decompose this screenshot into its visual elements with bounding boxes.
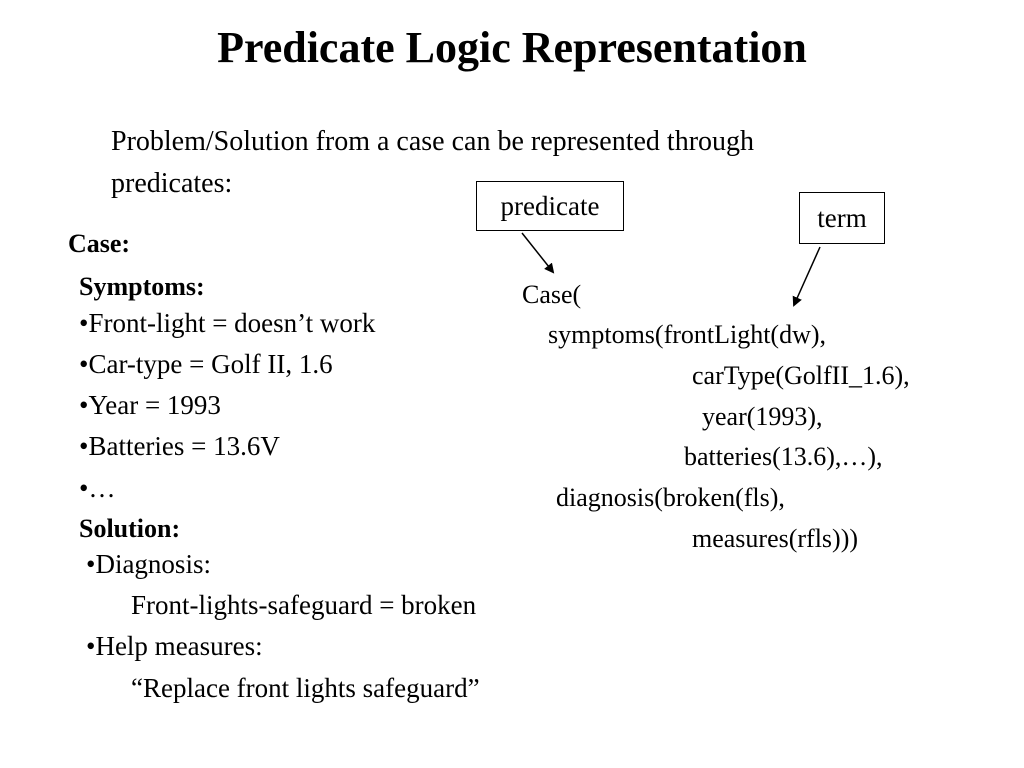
predicate-code-line: year(1993), (702, 402, 823, 431)
term-arrow (792, 246, 821, 307)
symptom-item: •… (79, 473, 116, 503)
case-label: Case: (68, 229, 131, 258)
symptom-item: •Year = 1993 (79, 390, 221, 420)
predicate-code-line: measures(rfls))) (692, 524, 859, 553)
measures-label: •Help measures: (86, 631, 263, 661)
predicate-code-line: batteries(13.6),…), (684, 442, 883, 471)
symptom-item: •Car-type = Golf II, 1.6 (79, 349, 333, 379)
slide-title: Predicate Logic Representation (217, 23, 807, 72)
diagnosis-value: Front-lights-safeguard = broken (131, 590, 477, 620)
predicate-callout: predicate (476, 181, 624, 231)
intro-line-2: predicates: (111, 168, 233, 199)
term-callout: term (799, 192, 885, 244)
symptom-item: •Batteries = 13.6V (79, 431, 280, 461)
term-callout-label: term (817, 203, 867, 233)
predicate-code-line: symptoms(frontLight(dw), (548, 320, 827, 349)
diagnosis-label: •Diagnosis: (86, 549, 211, 579)
intro-line-1: Problem/Solution from a case can be repr… (111, 126, 755, 157)
solution-heading: Solution: (79, 514, 181, 543)
symptoms-heading: Symptoms: (79, 272, 205, 301)
measures-value: “Replace front lights safeguard” (131, 673, 480, 703)
predicate-arrow (521, 232, 555, 274)
predicate-callout-label: predicate (500, 191, 600, 221)
predicate-code-line: diagnosis(broken(fls), (556, 483, 785, 512)
predicate-code-line: carType(GolfII_1.6), (692, 361, 910, 390)
symptom-item: •Front-light = doesn’t work (79, 308, 376, 338)
predicate-code-line: Case( (522, 280, 582, 309)
